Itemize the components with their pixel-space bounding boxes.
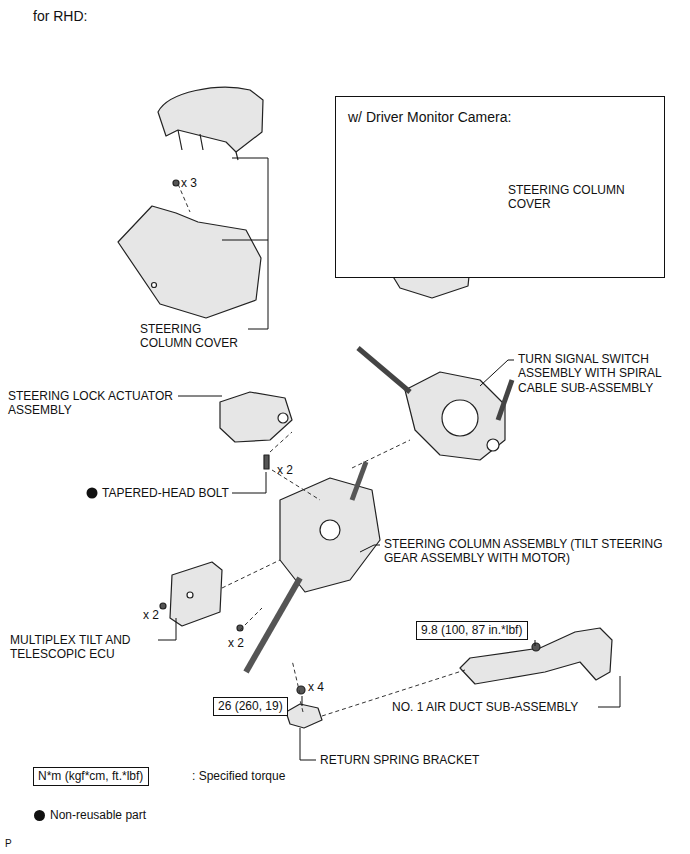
quantity: x 2 — [228, 636, 244, 650]
steering-lock — [220, 392, 292, 442]
part-name: STEERING COLUMN COVER — [140, 322, 255, 351]
box-text: 26 (260, 19) — [218, 699, 283, 713]
non-reusable-mark — [87, 488, 98, 499]
box-text: N*m (kgf*cm, ft.*lbf) — [38, 769, 144, 783]
quantity: x 2 — [143, 608, 159, 622]
quantity: x 4 — [308, 680, 324, 694]
part-name: TURN SIGNAL SWITCH ASSEMBLY WITH SPIRAL … — [518, 352, 686, 395]
upper-cover — [158, 87, 263, 152]
torque-box: 26 (260, 19) — [213, 697, 288, 716]
legend-text: Non-reusable part — [50, 808, 146, 822]
torque-box: 9.8 (100, 87 in.*lbf) — [416, 621, 528, 640]
part-name: STEERING COLUMN COVER — [508, 183, 648, 212]
part-name: TAPERED-HEAD BOLT — [102, 486, 229, 500]
ecu — [170, 562, 222, 626]
part-name: STEERING COLUMN ASSEMBLY (TILT STEERING … — [384, 537, 674, 566]
lower-cover — [118, 206, 261, 318]
return-spring-bracket — [286, 704, 322, 728]
legend-torque-box: N*m (kgf*cm, ft.*lbf) — [33, 767, 149, 786]
legend-swatch — [34, 810, 45, 821]
page-note: for RHD: — [33, 8, 87, 25]
part-name: NO. 1 AIR DUCT SUB-ASSEMBLY — [392, 700, 578, 714]
quantity: x 2 — [277, 463, 293, 477]
steering-column — [280, 478, 380, 592]
box-text: 9.8 (100, 87 in.*lbf) — [421, 623, 523, 637]
variant-box: w/ Driver Monitor Camera: STEERING COLUMN… — [335, 96, 665, 278]
box-text: w/ Driver Monitor Camera: — [348, 109, 648, 126]
legend-text: : Specified torque — [192, 769, 285, 783]
turn-signal-switch — [405, 372, 505, 460]
legend-item: Non-reusable part — [34, 808, 146, 822]
quantity: x 3 — [181, 176, 197, 190]
part-name: STEERING LOCK ACTUATOR ASSEMBLY — [8, 389, 180, 418]
part-name: RETURN SPRING BRACKET — [320, 753, 479, 767]
part-name: MULTIPLEX TILT AND TELESCOPIC ECU — [10, 633, 158, 662]
page-code: P — [5, 838, 12, 850]
